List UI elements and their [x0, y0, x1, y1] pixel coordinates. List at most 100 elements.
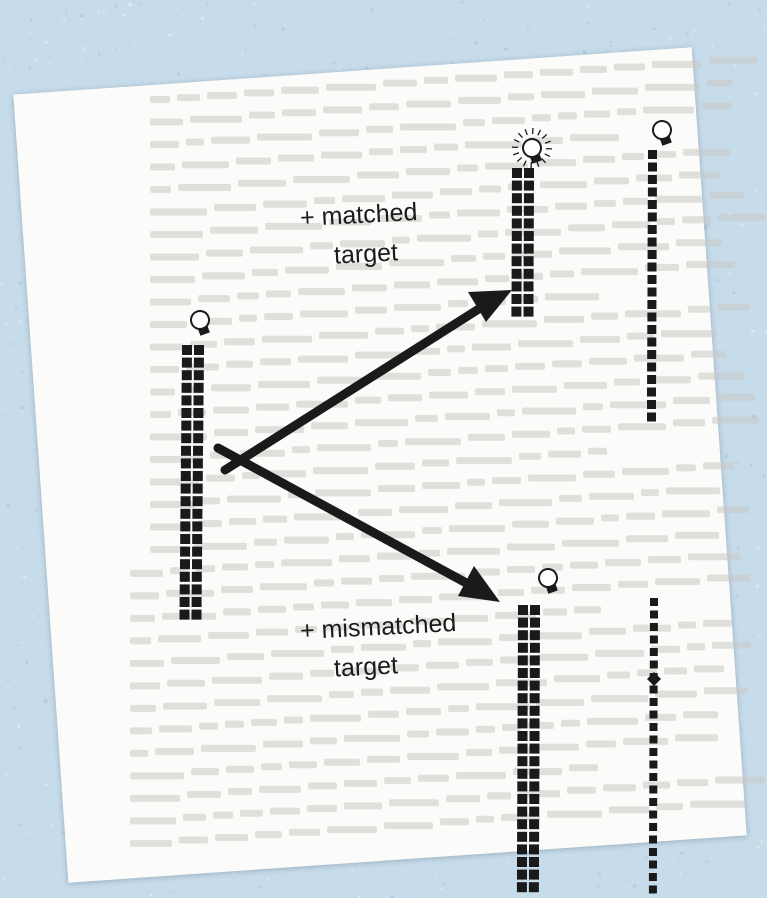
faded-word [281, 559, 332, 566]
faded-word [475, 388, 505, 395]
faded-word [678, 622, 696, 629]
faded-word [422, 460, 449, 467]
arrowhead-matched [468, 290, 512, 322]
faded-word [256, 404, 289, 411]
chain-square [530, 744, 540, 754]
faded-word [570, 562, 598, 569]
light-ray [546, 147, 552, 151]
faded-word [574, 606, 601, 613]
chain-square [524, 294, 534, 304]
chain-square [518, 655, 528, 665]
faded-word [227, 496, 281, 503]
chain-square [192, 572, 202, 582]
chain-square [529, 832, 539, 842]
faded-word [206, 475, 235, 482]
faded-word [581, 268, 638, 275]
faded-word [556, 518, 594, 525]
faded-word [159, 725, 192, 732]
faded-word [222, 564, 248, 571]
chain-square [648, 150, 657, 159]
faded-word [252, 269, 278, 276]
faded-word [426, 662, 459, 669]
chain-square [649, 848, 657, 856]
faded-word [448, 300, 468, 307]
faded-word [712, 642, 751, 649]
faded-word [547, 811, 602, 818]
faded-word [429, 212, 450, 219]
faded-word [717, 304, 750, 311]
chain-square [517, 844, 527, 854]
faded-word [339, 555, 370, 562]
chain-square [650, 661, 658, 669]
faded-word [495, 612, 536, 619]
chain-square [512, 281, 522, 291]
chain-square [182, 345, 192, 355]
faded-word [150, 164, 175, 171]
faded-word [476, 726, 495, 733]
faded-word [583, 403, 603, 410]
chain-square [180, 572, 190, 582]
chain-square [194, 358, 204, 368]
faded-word [428, 369, 451, 376]
faded-word [260, 583, 307, 590]
faded-word [558, 112, 577, 119]
faded-word [130, 570, 163, 577]
chain-square [648, 200, 657, 209]
chain-square [649, 773, 657, 781]
faded-word [238, 180, 286, 187]
faded-word [538, 654, 588, 661]
faded-word [378, 440, 398, 447]
faded-word [676, 239, 722, 246]
faded-word [150, 411, 171, 418]
faded-word [422, 527, 442, 534]
chain-square [530, 693, 540, 703]
chain-square [180, 534, 190, 544]
faded-word [594, 200, 616, 207]
faded-word [407, 753, 459, 760]
faded-word [344, 735, 400, 742]
faded-word [344, 802, 382, 809]
faded-word [709, 57, 758, 64]
faded-word [226, 361, 253, 368]
faded-word [355, 419, 408, 426]
faded-word [666, 487, 720, 494]
faded-word [182, 161, 229, 168]
chain-square [524, 181, 534, 191]
faded-word [483, 253, 505, 260]
faded-word [130, 795, 180, 802]
chain-square [650, 711, 658, 719]
faded-word [479, 186, 501, 193]
faded-word [150, 299, 191, 306]
chain-square [524, 256, 534, 266]
faded-word [207, 92, 237, 99]
chain-square [517, 819, 527, 829]
faded-word [254, 539, 277, 546]
faded-word [355, 307, 387, 314]
faded-word [150, 119, 183, 126]
matched-label-line1: + matched [299, 200, 418, 231]
faded-word [236, 158, 271, 165]
faded-word [278, 155, 314, 162]
faded-word [438, 638, 492, 645]
faded-word [418, 775, 449, 782]
faded-word [622, 468, 669, 475]
faded-word [329, 691, 354, 698]
faded-word [485, 275, 509, 282]
chain-square [530, 668, 540, 678]
faded-word [130, 705, 156, 712]
faded-word [251, 719, 277, 726]
faded-word [394, 281, 430, 288]
faded-word [255, 831, 282, 838]
chain-square [648, 175, 657, 184]
faded-word [555, 203, 587, 210]
faded-word [507, 544, 555, 551]
faded-word [199, 723, 218, 730]
faded-word [358, 509, 392, 516]
faded-word [572, 584, 611, 591]
chain-square [530, 643, 540, 653]
faded-word [656, 803, 683, 810]
faded-word [331, 646, 354, 653]
chain-square [529, 882, 539, 892]
chain-square [524, 244, 534, 254]
chain-square [647, 325, 656, 334]
